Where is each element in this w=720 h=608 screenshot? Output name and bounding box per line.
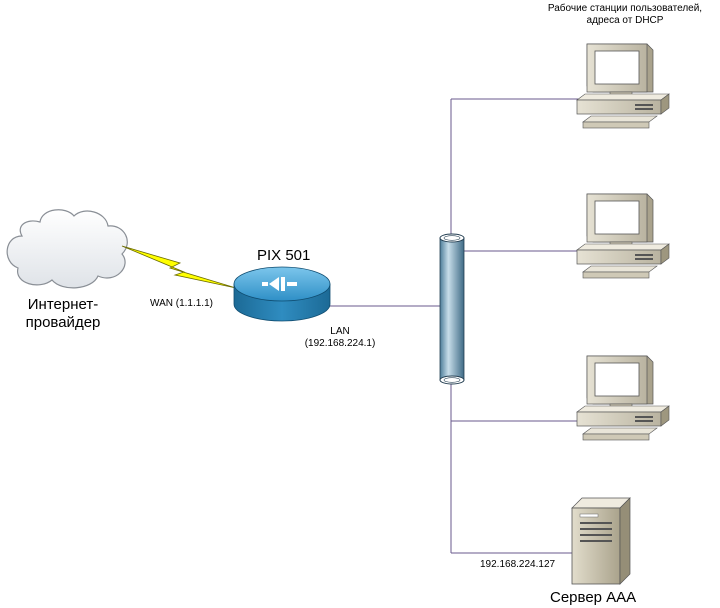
lan-label-line2: (192.168.224.1) (304, 338, 376, 349)
lan-label-line1: LAN (330, 326, 350, 337)
workstation-icon (576, 355, 670, 441)
isp-label-line1: Интернет- (27, 296, 99, 313)
wan-label: WAN (1.1.1.1) (150, 298, 213, 309)
server-icon (571, 497, 631, 585)
lightning-icon (121, 245, 237, 289)
lan-label: LAN (192.168.224.1) (288, 326, 392, 350)
cloud-icon (6, 209, 128, 289)
hub-icon (439, 233, 465, 385)
isp-label: Интернет- провайдер (8, 296, 118, 332)
server-name-label: Сервер AAA (550, 589, 637, 606)
workstations-caption-line2: адреса от DHCP (586, 15, 664, 26)
router-name-label: PIX 501 (257, 247, 311, 264)
workstations-caption-line1: Рабочие станции пользователей, (547, 3, 703, 14)
workstations-caption: Рабочие станции пользователей, адреса от… (536, 3, 714, 27)
server-ip-label: 192.168.224.127 (480, 559, 556, 570)
isp-label-line2: провайдер (25, 314, 101, 331)
workstation-icon (576, 193, 670, 279)
router-icon (233, 266, 331, 322)
workstation-icon (576, 43, 670, 129)
